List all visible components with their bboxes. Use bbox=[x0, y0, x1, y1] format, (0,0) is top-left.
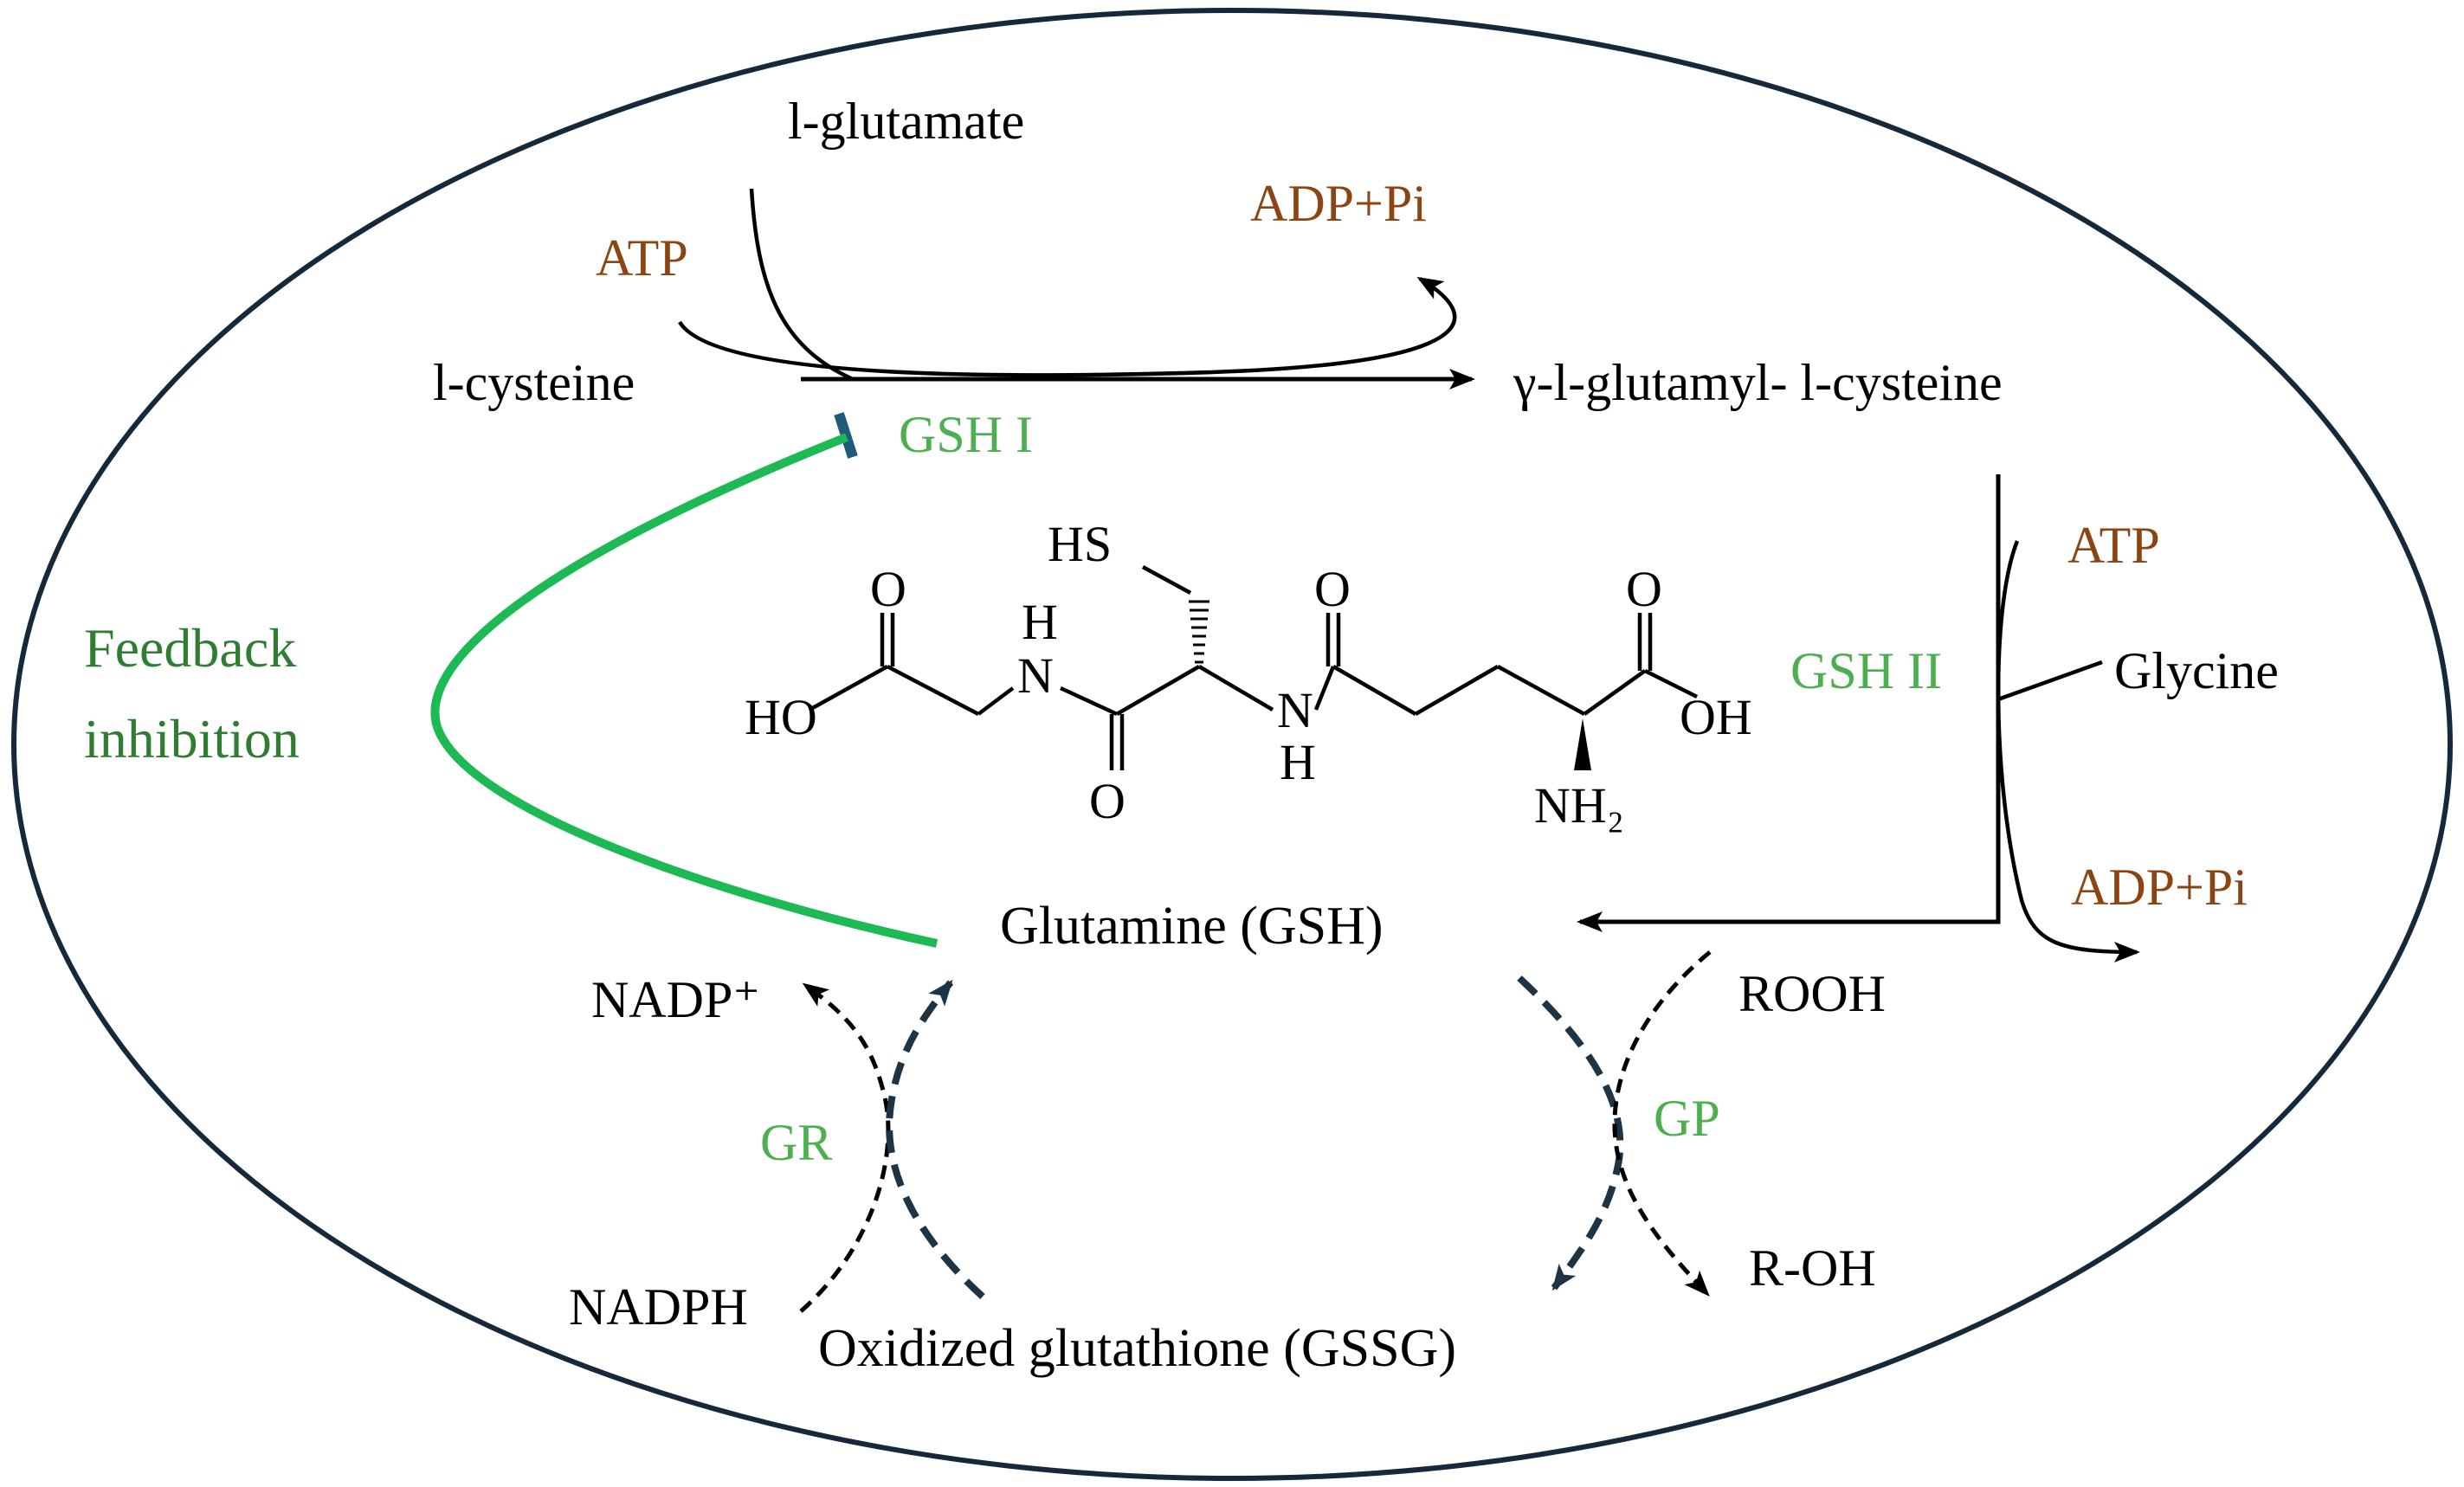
atom-hs: HS bbox=[1048, 516, 1112, 572]
atom-o-glu-acid: O bbox=[1626, 561, 1662, 617]
step2-vertical-line bbox=[1577, 474, 2001, 932]
r-oh-label: R-OH bbox=[1749, 1239, 1876, 1297]
adp-pi-label-1: ADP+Pi bbox=[1250, 175, 1427, 232]
gp-gsh-arrow bbox=[1517, 975, 1624, 1291]
atp-label-1: ATP bbox=[596, 229, 688, 286]
gsh-i-enzyme-label: GSH I bbox=[899, 406, 1033, 463]
glycine-label: Glycine bbox=[2114, 642, 2279, 699]
gr-enzyme-label: GR bbox=[760, 1114, 832, 1171]
l-cysteine-label: l-cysteine bbox=[433, 354, 635, 411]
atom-h-lower: H bbox=[1280, 734, 1316, 790]
rooh-label: ROOH bbox=[1738, 965, 1886, 1022]
gsh-label: Glutamine (GSH) bbox=[1000, 897, 1384, 956]
atom-n-upper: N bbox=[1017, 647, 1054, 704]
atom-o-glu-amide: O bbox=[1314, 561, 1351, 617]
gsh-ii-enzyme-label: GSH II bbox=[1790, 642, 1942, 699]
nadph-label: NADPH bbox=[569, 1278, 748, 1336]
gp-enzyme-label: GP bbox=[1654, 1090, 1720, 1147]
atp-adp-cycle-arrow bbox=[678, 276, 1457, 377]
cell-boundary bbox=[11, 8, 2453, 1481]
solid-wedge bbox=[1574, 718, 1591, 770]
atom-oh-right: OH bbox=[1680, 689, 1752, 745]
atom-nh2: NH₂ bbox=[1534, 777, 1624, 834]
gamma-glutamyl-cysteine-label: γ-l-glutamyl- l-cysteine bbox=[1513, 354, 2003, 411]
hashed-wedge bbox=[1189, 600, 1209, 664]
gr-gssg-arrow bbox=[886, 979, 985, 1299]
atom-ho-left: HO bbox=[745, 689, 817, 745]
glycine-input-line bbox=[1997, 660, 2103, 702]
atom-o-lower: O bbox=[1089, 773, 1126, 829]
atp-label-2: ATP bbox=[2067, 517, 2160, 574]
adp-pi-label-2: ADP+Pi bbox=[2071, 859, 2248, 916]
gsh-structure bbox=[808, 565, 1699, 770]
feedback-label-line1: Feedback bbox=[84, 617, 296, 679]
gr-nadph-arrow bbox=[799, 982, 891, 1313]
atom-h-upper: H bbox=[1022, 594, 1058, 650]
atp-adp-cycle-arrow-2 bbox=[1996, 540, 2140, 962]
l-glutamate-label: l-glutamate bbox=[788, 93, 1024, 150]
feedback-label-line2: inhibition bbox=[84, 708, 300, 769]
gssg-label: Oxidized glutathione (GSSG) bbox=[818, 1319, 1456, 1378]
glutamate-input-line bbox=[749, 188, 854, 382]
atom-o-gly: O bbox=[870, 561, 906, 617]
gp-rooh-arrow bbox=[1612, 950, 1712, 1297]
atom-n-lower: N bbox=[1277, 682, 1313, 738]
nadp-plus-label: NADP⁺ bbox=[591, 971, 760, 1028]
feedback-inhibition-arrow bbox=[430, 433, 939, 948]
